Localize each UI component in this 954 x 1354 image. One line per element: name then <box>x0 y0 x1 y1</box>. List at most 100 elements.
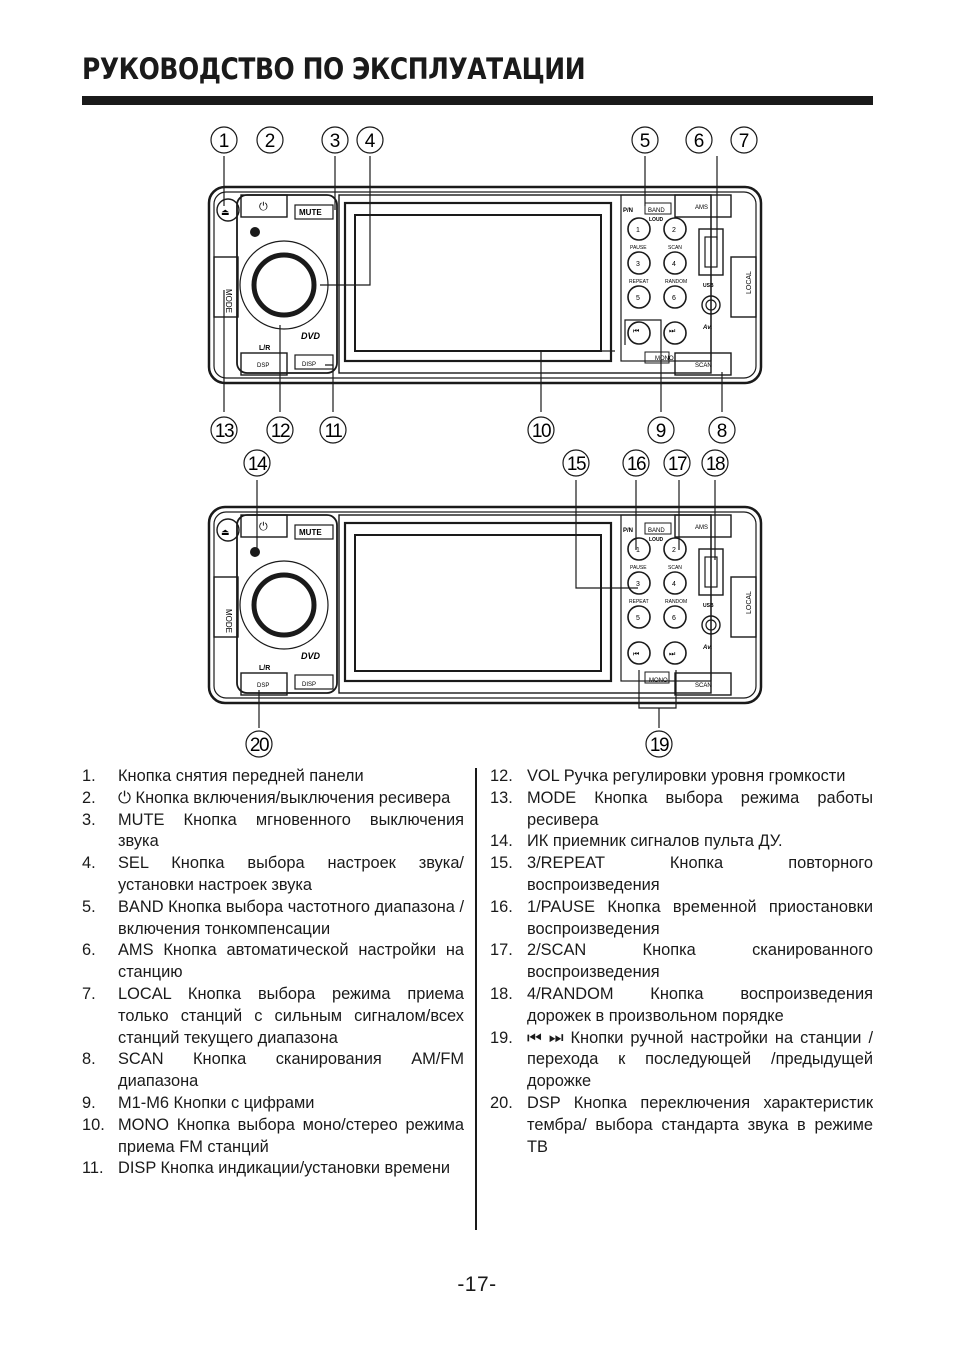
dvd-logo: DVD <box>301 331 321 341</box>
legend-item: 17.2/SCAN Кнопка сканированного воспроиз… <box>490 941 873 982</box>
svg-text:20: 20 <box>250 735 269 756</box>
preset-2: 2 <box>672 547 676 554</box>
callout-15: 15 <box>562 449 590 477</box>
local-label: LOCAL <box>746 271 753 294</box>
callout-14: 14 <box>243 449 271 477</box>
mute-label: MUTE <box>299 208 322 217</box>
callout-19: 19 <box>645 730 673 758</box>
ams-label: AMS <box>695 525 708 531</box>
legend-item: 3.MUTE Кнопка мгновенного выключения зву… <box>82 810 464 851</box>
legend-item: 8.SCAN Кнопка сканирования AM/FM диапазо… <box>82 1050 464 1091</box>
loud-label: LOUD <box>649 537 664 543</box>
legend-item: 10.MONO Кнопка выбора моно/стерео режима… <box>82 1115 464 1156</box>
callout-13: 13 <box>210 416 238 444</box>
next-track-icon: ⏭ <box>669 328 676 335</box>
title-rule <box>82 96 873 105</box>
svg-text:1: 1 <box>219 131 230 152</box>
svg-text:19: 19 <box>650 735 669 756</box>
local-label: LOCAL <box>746 591 753 614</box>
scan-small-label: SCAN <box>668 565 682 571</box>
legend-item: 18.4/RANDOM Кнопка воспроизведения дорож… <box>490 984 873 1025</box>
band-label: BAND <box>648 208 665 214</box>
av-logo: Av. <box>702 645 712 651</box>
preset-1: 1 <box>636 547 640 554</box>
mode-label: MODE <box>224 609 233 633</box>
mute-label: MUTE <box>299 528 322 537</box>
legend-item: 19.⏮ ⏭ Кнопки ручной настройки на станци… <box>490 1028 873 1091</box>
mode-label: MODE <box>224 289 233 313</box>
mono-label: MONO <box>655 356 674 362</box>
random-label: RANDOM <box>665 279 687 285</box>
repeat-label: REPEAT <box>629 599 649 605</box>
lr-label: L/R <box>259 345 270 352</box>
svg-text:6: 6 <box>694 131 705 152</box>
svg-text:3: 3 <box>330 131 341 152</box>
random-label: RANDOM <box>665 599 687 605</box>
callout-10: 10 <box>527 416 555 444</box>
callout-18: 18 <box>701 449 729 477</box>
callout-4: 4 <box>356 126 384 154</box>
pause-label: PAUSE <box>630 245 647 251</box>
svg-text:14: 14 <box>248 454 268 475</box>
svg-text:12: 12 <box>271 421 290 442</box>
legend-item: 13.MODE Кнопка выбора режима работы реси… <box>490 788 873 829</box>
front-panel-diagram: ⏏ ⏻ MUTE MODE LOCAL DSP DISP L/R DVD P/N… <box>0 126 954 758</box>
preset-1: 1 <box>636 227 640 234</box>
preset-6: 6 <box>672 615 676 622</box>
loud-label: LOUD <box>649 217 664 223</box>
svg-text:18: 18 <box>706 454 725 475</box>
panel-bottom: ⏏ ⏻ MUTE MODE LOCAL DSP DISP L/R DVD P/N… <box>209 507 761 703</box>
preset-3: 3 <box>636 261 640 268</box>
svg-text:4: 4 <box>365 131 376 152</box>
legend-item: 7.LOCAL Кнопка выбора режима приема толь… <box>82 984 464 1047</box>
legend-left: 1.Кнопка снятия передней панели 2.⏻ Кноп… <box>82 766 464 1180</box>
preset-5: 5 <box>636 615 640 622</box>
legend-item: 12.VOL Ручка регулировки уровня громкост… <box>490 767 846 785</box>
lr-label: L/R <box>259 665 270 672</box>
preset-2: 2 <box>672 227 676 234</box>
callout-17: 17 <box>663 449 691 477</box>
svg-text:7: 7 <box>739 131 750 152</box>
scan-small-label: SCAN <box>668 245 682 251</box>
svg-text:13: 13 <box>215 421 234 442</box>
svg-text:2: 2 <box>265 131 276 152</box>
mono-label: MONO <box>649 678 668 684</box>
legend-item: 14.ИК приемник сигналов пульта ДУ. <box>490 832 783 851</box>
legend-item: 15.3/REPEAT Кнопка повторного воспроизве… <box>490 854 873 894</box>
dsp-label: DSP <box>257 683 269 689</box>
callout-5: 5 <box>631 126 659 154</box>
prev-track-icon: ⏮ <box>633 651 639 658</box>
legend-item: 5.BAND Кнопка выбора частотного диапазон… <box>82 897 464 938</box>
band-label: BAND <box>648 528 665 534</box>
callout-1: 1 <box>210 126 238 154</box>
eject-icon: ⏏ <box>221 527 230 537</box>
legend-item: 11.DISP Кнопка индикации/установки време… <box>82 1159 451 1178</box>
leader-lines <box>223 156 723 728</box>
svg-text:8: 8 <box>717 421 728 442</box>
callout-11: 11 <box>319 416 347 444</box>
av-logo: Av. <box>702 325 712 331</box>
preset-3: 3 <box>636 581 640 588</box>
svg-text:17: 17 <box>668 454 687 475</box>
callout-2: 2 <box>256 126 284 154</box>
preset-5: 5 <box>636 295 640 302</box>
dvd-logo: DVD <box>301 651 321 661</box>
legend-item: 1.Кнопка снятия передней панели <box>82 767 364 785</box>
usb-label: USB <box>703 283 714 289</box>
pause-label: PAUSE <box>630 565 647 571</box>
scan-label: SCAN <box>695 363 712 369</box>
callout-9: 9 <box>647 416 675 444</box>
svg-text:9: 9 <box>656 421 667 442</box>
pn-label: P/N <box>623 208 633 214</box>
svg-text:16: 16 <box>627 454 646 475</box>
pn-label: P/N <box>623 528 633 534</box>
callout-8: 8 <box>708 416 736 444</box>
power-icon: ⏻ <box>259 201 268 213</box>
legend-item: 16.1/PAUSE Кнопка временной приостановки… <box>490 897 873 938</box>
column-divider <box>475 768 477 1230</box>
preset-4: 4 <box>672 261 676 268</box>
svg-text:15: 15 <box>567 454 586 475</box>
legend-item: 20.DSP Кнопка переключения характеристик… <box>490 1093 873 1156</box>
svg-text:5: 5 <box>640 131 651 152</box>
prev-track-icon: ⏮ <box>633 328 639 335</box>
